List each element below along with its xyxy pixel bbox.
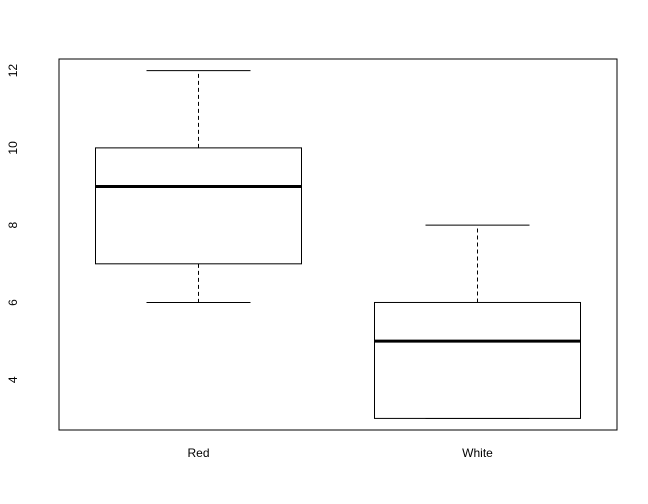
iqr-box: [374, 301, 581, 419]
x-tick-label: Red: [187, 446, 209, 460]
x-axis: Red White: [187, 446, 493, 460]
y-axis: 4 6 8 10 12: [6, 64, 20, 384]
y-tick-label: 12: [6, 64, 20, 78]
y-tick-label: 8: [6, 222, 20, 229]
y-tick-label: 10: [6, 141, 20, 155]
x-tick-label: White: [462, 446, 493, 460]
box-white: [374, 224, 581, 419]
boxes: [95, 70, 581, 419]
y-tick-label: 6: [6, 299, 20, 306]
plot-frame: [58, 58, 618, 431]
iqr-box: [95, 147, 302, 265]
y-tick-label: 4: [6, 376, 20, 383]
box-red: [95, 70, 302, 303]
